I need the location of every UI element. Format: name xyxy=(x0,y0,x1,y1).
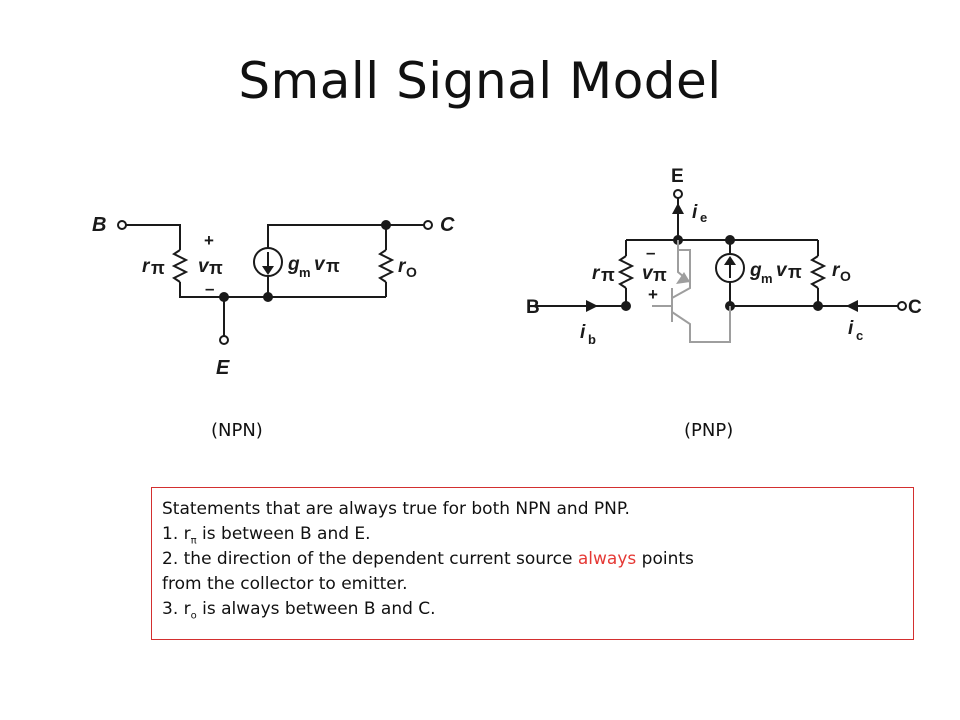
npn-label-minus: – xyxy=(205,279,214,298)
pnp-label-m: m xyxy=(761,271,773,286)
npn-emitter-terminal xyxy=(219,335,229,345)
npn-label-ro-r: r xyxy=(398,256,407,277)
pnp-rpi-resistor xyxy=(617,255,635,289)
npn-label-gmv: v xyxy=(314,254,326,275)
npn-label-ro-o: O xyxy=(406,264,417,280)
slide-title: Small Signal Model xyxy=(238,52,722,110)
npn-label-collector: C xyxy=(440,214,455,236)
npn-label-v: v xyxy=(198,256,210,277)
pnp-transistor-symbol xyxy=(652,240,731,343)
pnp-label-ro-r: r xyxy=(832,260,841,281)
npn-caption: (NPN) xyxy=(211,420,263,441)
npn-label-plus: + xyxy=(204,231,214,250)
npn-label-emitter: E xyxy=(216,357,230,379)
npn-label-r: r xyxy=(142,256,151,277)
pnp-collector-node-right xyxy=(813,301,823,311)
pnp-circuit xyxy=(534,189,907,312)
npn-circuit xyxy=(117,220,433,345)
pnp-source-arrowhead xyxy=(724,256,736,265)
pnp-label-ro-o: O xyxy=(840,268,851,284)
pnp-label-ie-i: i xyxy=(692,202,698,223)
npn-base-wire xyxy=(126,224,181,250)
pnp-label-vpi: π xyxy=(653,265,667,285)
pnp-label-pi: π xyxy=(601,265,615,285)
statements-box: Statements that are always true for both… xyxy=(151,487,914,640)
statements-heading: Statements that are always true for both… xyxy=(162,499,630,519)
pnp-label-base: B xyxy=(526,297,540,318)
statement-2-suffix: points xyxy=(636,549,694,569)
statement-3: 3. ro is always between B and C. xyxy=(162,597,903,622)
npn-rpi-resistor xyxy=(171,249,189,283)
npn-label-m: m xyxy=(299,265,311,280)
npn-label-pi: π xyxy=(151,258,165,278)
statement-1-sub: π xyxy=(190,535,197,547)
statement-3-prefix: 3. r xyxy=(162,599,191,619)
pnp-emitter-arrowhead xyxy=(672,203,684,214)
pnp-rpi-wire-bottom xyxy=(534,288,627,307)
pnp-label-g: g xyxy=(749,260,762,281)
pnp-transistor-collector xyxy=(671,306,731,343)
statement-2-prefix: 2. the direction of the dependent curren… xyxy=(162,549,578,569)
pnp-label-ie-e: e xyxy=(700,210,707,225)
npn-label-base: B xyxy=(92,214,106,236)
npn-base-terminal xyxy=(117,220,127,230)
npn-label-g: g xyxy=(287,254,300,275)
statement-2: 2. the direction of the dependent curren… xyxy=(162,547,903,572)
pnp-label-r: r xyxy=(592,263,601,284)
statement-3-sub: o xyxy=(190,610,197,622)
npn-collector-wire xyxy=(267,224,386,248)
statement-1: 1. rπ is between B and E. xyxy=(162,522,903,547)
pnp-labels: E i e B i b C i c r π – v π + g m v π r … xyxy=(526,166,922,347)
pnp-label-ic-i: i xyxy=(848,318,854,339)
statement-3-rest: is always between B and C. xyxy=(196,599,436,619)
npn-source-node xyxy=(263,292,273,302)
pnp-label-plus: + xyxy=(648,285,658,304)
statement-1-prefix: 1. r xyxy=(162,524,191,544)
pnp-ro-resistor xyxy=(809,255,827,289)
pnp-label-minus: – xyxy=(646,243,655,262)
pnp-label-ib-b: b xyxy=(588,332,596,347)
pnp-base-arrowhead xyxy=(586,300,598,312)
pnp-transistor-arrowhead xyxy=(676,272,690,284)
pnp-base-node xyxy=(621,301,631,311)
pnp-emitter-terminal xyxy=(673,189,683,199)
npn-labels: B C E r π + v π – g m v π r O xyxy=(92,214,455,379)
pnp-label-ib-i: i xyxy=(580,322,586,343)
npn-rpi-wire-bottom xyxy=(179,282,386,298)
npn-ro-resistor xyxy=(377,249,395,283)
npn-source-arrowhead xyxy=(262,266,274,275)
pnp-caption: (PNP) xyxy=(684,420,734,441)
npn-label-vpi: π xyxy=(209,258,223,278)
pnp-transistor-upper xyxy=(671,249,691,299)
npn-label-gmpi: π xyxy=(326,256,340,276)
statement-2-line2: from the collector to emitter. xyxy=(162,574,408,594)
pnp-collector-terminal xyxy=(897,301,907,311)
pnp-collector-arrowhead xyxy=(846,300,858,312)
statement-1-rest: is between B and E. xyxy=(196,524,371,544)
pnp-label-gmpi: π xyxy=(788,262,802,282)
pnp-label-collector: C xyxy=(908,297,922,318)
pnp-label-gmv: v xyxy=(776,260,788,281)
pnp-label-emitter: E xyxy=(671,166,684,187)
statement-2-highlight: always xyxy=(577,549,637,569)
pnp-label-ic-c: c xyxy=(856,328,863,343)
npn-collector-terminal xyxy=(423,220,433,230)
pnp-label-v: v xyxy=(642,263,654,284)
